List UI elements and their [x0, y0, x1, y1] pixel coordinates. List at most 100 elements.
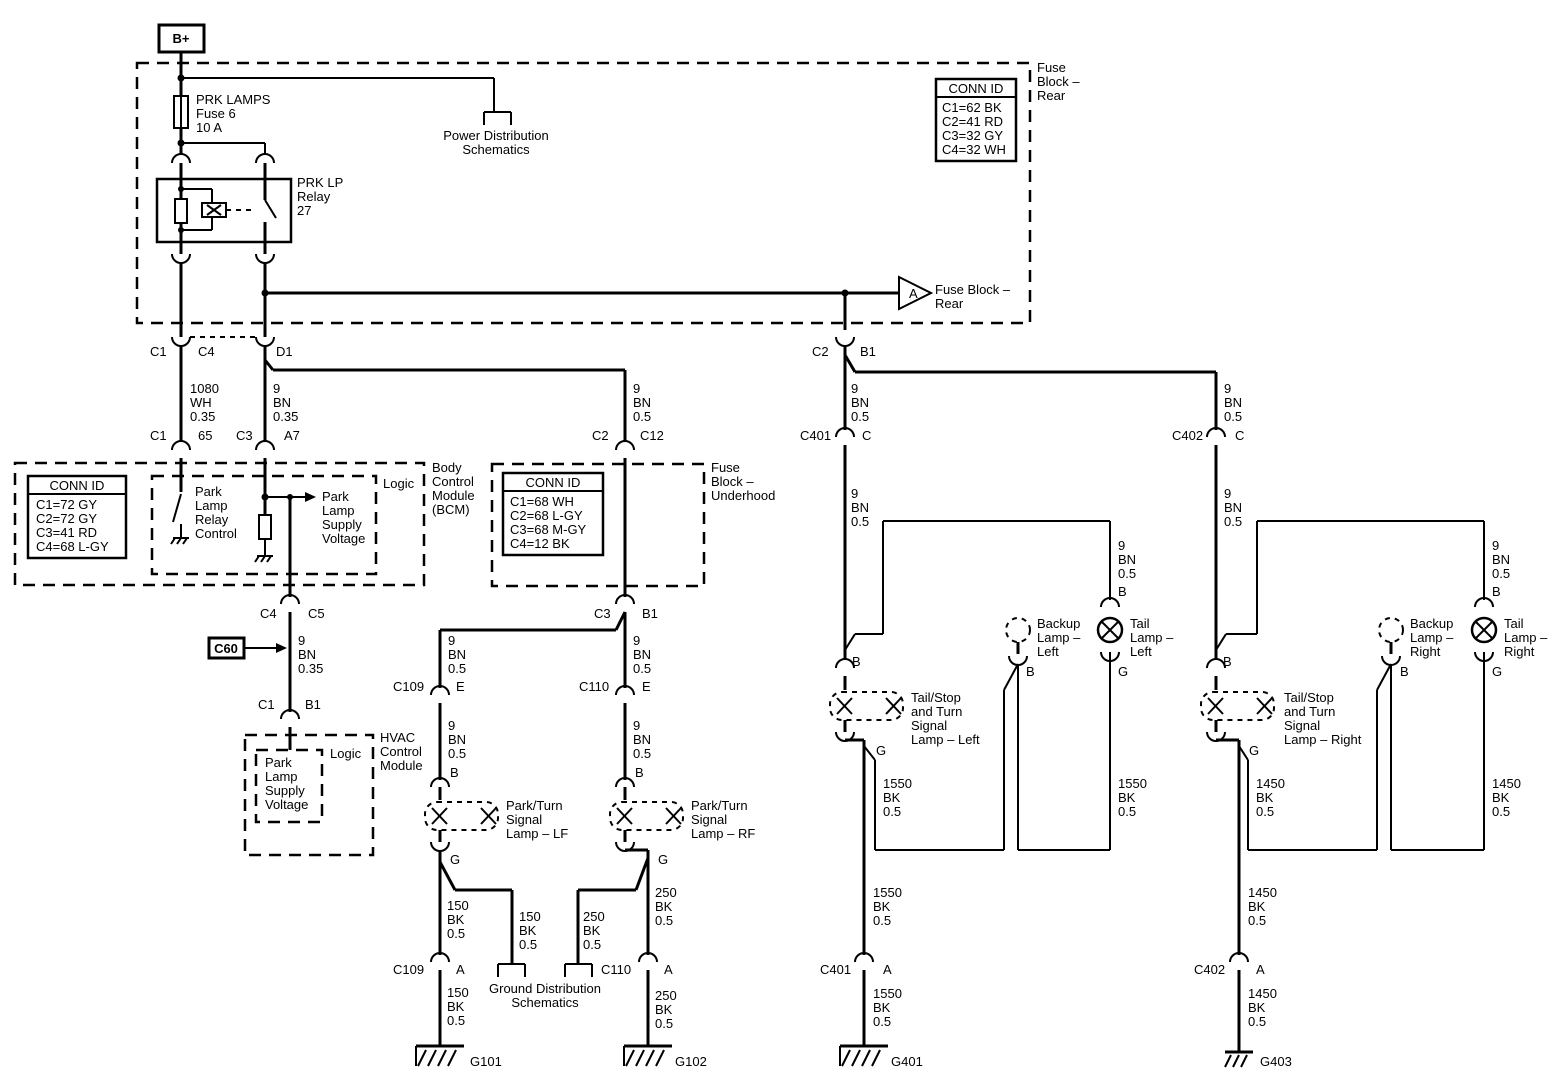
svg-text:0.5: 0.5	[1118, 566, 1136, 581]
svg-text:Park/Turn: Park/Turn	[506, 798, 563, 813]
svg-text:0.5: 0.5	[448, 746, 466, 761]
svg-text:BK: BK	[873, 1000, 891, 1015]
svg-text:C60: C60	[214, 641, 238, 656]
svg-text:BK: BK	[1248, 899, 1266, 914]
svg-text:250: 250	[655, 988, 677, 1003]
svg-text:B: B	[1118, 584, 1127, 599]
svg-text:Block –: Block –	[711, 474, 754, 489]
svg-text:C1: C1	[150, 428, 167, 443]
svg-text:BK: BK	[1118, 790, 1136, 805]
svg-text:G: G	[450, 852, 460, 867]
svg-text:65: 65	[198, 428, 212, 443]
tail-stop-turn-lamp-left: Tail/Stop and Turn Signal Lamp – Left	[829, 690, 980, 747]
svg-text:BN: BN	[448, 732, 466, 747]
svg-text:Park: Park	[322, 489, 349, 504]
svg-text:0.5: 0.5	[883, 804, 901, 819]
svg-text:C2=68 L-GY: C2=68 L-GY	[510, 508, 583, 523]
svg-text:Schematics: Schematics	[511, 995, 579, 1010]
svg-text:A: A	[909, 286, 918, 301]
svg-text:Control: Control	[195, 526, 237, 541]
svg-text:CONN ID: CONN ID	[949, 81, 1004, 96]
svg-text:0.35: 0.35	[273, 409, 298, 424]
svg-text:0.5: 0.5	[1118, 804, 1136, 819]
svg-text:Fuse 6: Fuse 6	[196, 106, 236, 121]
svg-text:BK: BK	[447, 999, 465, 1014]
svg-text:BK: BK	[883, 790, 901, 805]
ground-g401: G401	[839, 1044, 923, 1069]
svg-text:Backup: Backup	[1037, 616, 1080, 631]
svg-text:Lamp: Lamp	[265, 769, 298, 784]
svg-text:C3=68 M-GY: C3=68 M-GY	[510, 522, 587, 537]
svg-text:9: 9	[448, 633, 455, 648]
svg-text:B1: B1	[305, 697, 321, 712]
conn-id-table-bcm: CONN ID C1=72 GY C2=72 GY C3=41 RD C4=68…	[26, 474, 128, 560]
svg-text:B: B	[1223, 654, 1232, 669]
svg-text:C109: C109	[393, 962, 424, 977]
fuse-block-rear: Fuse Block – Rear	[135, 60, 1080, 325]
svg-text:BN: BN	[448, 647, 466, 662]
svg-text:C4: C4	[260, 606, 277, 621]
svg-text:G101: G101	[470, 1054, 502, 1069]
svg-text:0.5: 0.5	[655, 913, 673, 928]
svg-text:BN: BN	[851, 500, 869, 515]
svg-text:BN: BN	[1492, 552, 1510, 567]
svg-text:0.5: 0.5	[633, 409, 651, 424]
svg-text:Schematics: Schematics	[462, 142, 530, 157]
svg-text:WH: WH	[190, 395, 212, 410]
svg-text:150: 150	[447, 985, 469, 1000]
tail-stop-turn-lamp-right: Tail/Stop and Turn Signal Lamp – Right	[1200, 690, 1362, 747]
svg-text:Fuse Block –: Fuse Block –	[935, 282, 1011, 297]
svg-text:0.5: 0.5	[1248, 913, 1266, 928]
svg-text:A: A	[664, 962, 673, 977]
svg-text:Fuse: Fuse	[1037, 60, 1066, 75]
svg-text:BN: BN	[1118, 552, 1136, 567]
svg-text:BN: BN	[633, 647, 651, 662]
svg-text:1450: 1450	[1492, 776, 1521, 791]
ground-g101: G101	[415, 1044, 502, 1069]
conn-id-table-underhood: CONN ID C1=68 WH C2=68 L-GY C3=68 M-GY C…	[501, 471, 605, 557]
svg-text:C1: C1	[258, 697, 275, 712]
svg-text:0.35: 0.35	[298, 661, 323, 676]
svg-text:C2=72 GY: C2=72 GY	[36, 511, 97, 526]
svg-text:C401: C401	[800, 428, 831, 443]
svg-text:Lamp –: Lamp –	[1410, 630, 1454, 645]
svg-text:0.5: 0.5	[1224, 514, 1242, 529]
svg-text:9: 9	[273, 381, 280, 396]
svg-text:Lamp – Left: Lamp – Left	[911, 732, 980, 747]
svg-text:Power Distribution: Power Distribution	[443, 128, 549, 143]
svg-text:C: C	[1235, 428, 1244, 443]
svg-text:B: B	[1026, 664, 1035, 679]
svg-text:C: C	[862, 428, 871, 443]
svg-text:Rear: Rear	[1037, 88, 1066, 103]
svg-text:Voltage: Voltage	[265, 797, 308, 812]
svg-text:Right: Right	[1410, 644, 1441, 659]
svg-text:0.5: 0.5	[1492, 804, 1510, 819]
svg-text:0.5: 0.5	[1492, 566, 1510, 581]
c60-reference: C60	[207, 636, 287, 660]
svg-text:D1: D1	[276, 344, 293, 359]
svg-text:Signal: Signal	[506, 812, 542, 827]
svg-text:G: G	[1492, 664, 1502, 679]
svg-text:C109: C109	[393, 679, 424, 694]
svg-text:0.5: 0.5	[448, 661, 466, 676]
svg-text:and Turn: and Turn	[1284, 704, 1335, 719]
svg-text:B: B	[1492, 584, 1501, 599]
svg-text:1550: 1550	[883, 776, 912, 791]
svg-text:Lamp: Lamp	[322, 503, 355, 518]
svg-text:A: A	[1256, 962, 1265, 977]
svg-text:10 A: 10 A	[196, 120, 222, 135]
tail-lamp-right: Tail Lamp – Right G	[1470, 597, 1548, 679]
svg-text:Park/Turn: Park/Turn	[691, 798, 748, 813]
svg-text:0.5: 0.5	[633, 661, 651, 676]
svg-text:C5: C5	[308, 606, 325, 621]
svg-text:0.5: 0.5	[1248, 1014, 1266, 1029]
svg-text:0.35: 0.35	[190, 409, 215, 424]
svg-text:9: 9	[1224, 486, 1231, 501]
svg-text:250: 250	[583, 909, 605, 924]
svg-text:Lamp –: Lamp –	[1037, 630, 1081, 645]
svg-text:9: 9	[298, 633, 305, 648]
svg-text:G: G	[1118, 664, 1128, 679]
svg-text:B: B	[1400, 664, 1409, 679]
svg-text:(BCM): (BCM)	[432, 502, 470, 517]
